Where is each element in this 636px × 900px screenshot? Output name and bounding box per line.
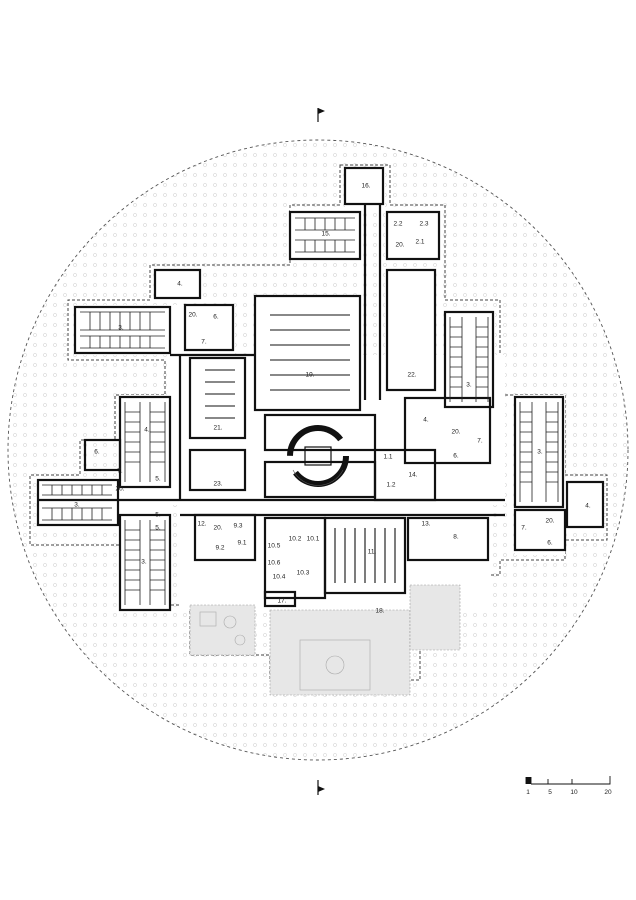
room-label-r5c: 5. (155, 525, 161, 532)
room-label-r16: 16. (361, 183, 370, 190)
room-label-r106: 10.6 (268, 560, 281, 567)
room-label-r6a: 6. (213, 314, 219, 321)
room-label-r6b: 6. (453, 453, 459, 460)
walls (36, 166, 605, 612)
room-11-rows (334, 528, 396, 583)
room-label-r23a: 2.3 (419, 221, 428, 228)
room-label-r91: 9.1 (237, 540, 246, 547)
room-label-r20a: 20. (395, 242, 404, 249)
cells-right-lower (519, 402, 559, 502)
room-label-r18: 18. (375, 608, 384, 615)
room-label-r11: 1.1 (383, 454, 392, 461)
cells-left-vertical (124, 402, 166, 482)
room-label-r20b: 20. (188, 312, 197, 319)
room-label-r3b: 3. (466, 382, 472, 389)
room-label-r13: 13. (421, 521, 430, 528)
room-label-r4b: 4. (423, 417, 429, 424)
room-label-r11b: 11. (368, 549, 377, 556)
room-label-r3d: 3. (74, 502, 80, 509)
room-label-r4c: 4. (144, 427, 150, 434)
scale-tick-5: 5 (548, 789, 552, 796)
room-labels: 16. 15. 2.2 2.3 20. 2.1 4. 20. 6. 7. 3. 19. 22. 3. 21.… (74, 183, 591, 615)
room-label-r20e: 20. (213, 525, 222, 532)
room-label-r20d: 20. (115, 486, 124, 493)
cells-right-upper (449, 317, 489, 402)
room-label-r5b: 5. (155, 512, 161, 519)
cell-grids (42, 217, 559, 605)
scale-tick-20: 20 (604, 789, 612, 796)
room-label-r3a: 3. (118, 325, 124, 332)
scale-tick-1: 1 (526, 789, 530, 796)
room-label-r101: 10.1 (307, 536, 320, 543)
room-label-r6d: 6. (547, 540, 553, 547)
room-label-r12: 1.2 (386, 482, 395, 489)
hall-19-rows (270, 314, 350, 391)
room-label-r105: 10.5 (268, 543, 281, 550)
room-label-r7a: 7. (201, 339, 207, 346)
room-label-r8: 8. (453, 534, 459, 541)
room-label-r92: 9.2 (215, 545, 224, 552)
room-label-r12b: 12. (197, 521, 206, 528)
room-label-r104: 10.4 (273, 574, 286, 581)
room-21-rows (205, 369, 235, 419)
room-label-r93: 9.3 (233, 523, 242, 530)
room-label-r4a: 4. (177, 281, 183, 288)
cells-block-15 (295, 217, 355, 253)
scale-tick-10: 10 (570, 789, 578, 796)
room-label-r3c: 3. (537, 449, 543, 456)
room-label-r4d: 4. (585, 503, 591, 510)
north-arrow-top (317, 108, 325, 122)
room-label-r19: 19. (305, 372, 314, 379)
room-label-r5a: 5. (155, 476, 161, 483)
room-label-r17: 17. (277, 598, 286, 605)
cells-left-upper (80, 311, 165, 349)
north-arrow-bottom (317, 780, 325, 795)
room-label-r20c: 20. (451, 429, 460, 436)
rotunda (287, 425, 349, 487)
room-label-r23: 23. (213, 481, 222, 488)
room-label-r7b: 7. (477, 438, 483, 445)
room-label-r21a: 2.1 (415, 239, 424, 246)
room-label-r7c: 7. (117, 468, 123, 475)
cells-left-lower (42, 484, 166, 605)
room-label-r7d: 7. (521, 525, 527, 532)
room-label-r22: 22. (407, 372, 416, 379)
room-label-r21: 21. (213, 425, 222, 432)
room-label-r6c: 6. (94, 449, 100, 456)
room-label-r3e: 3. (141, 559, 147, 566)
room-label-r15: 15. (321, 231, 330, 238)
room-label-r103: 10.3 (297, 570, 310, 577)
scale-bar: 1 5 10 20 (525, 776, 612, 796)
room-label-r14: 14. (408, 472, 417, 479)
outdoor-areas (189, 584, 461, 696)
room-label-r22a: 2.2 (393, 221, 402, 228)
room-label-r20f: 20. (545, 518, 554, 525)
room-label-r102: 10.2 (289, 536, 302, 543)
